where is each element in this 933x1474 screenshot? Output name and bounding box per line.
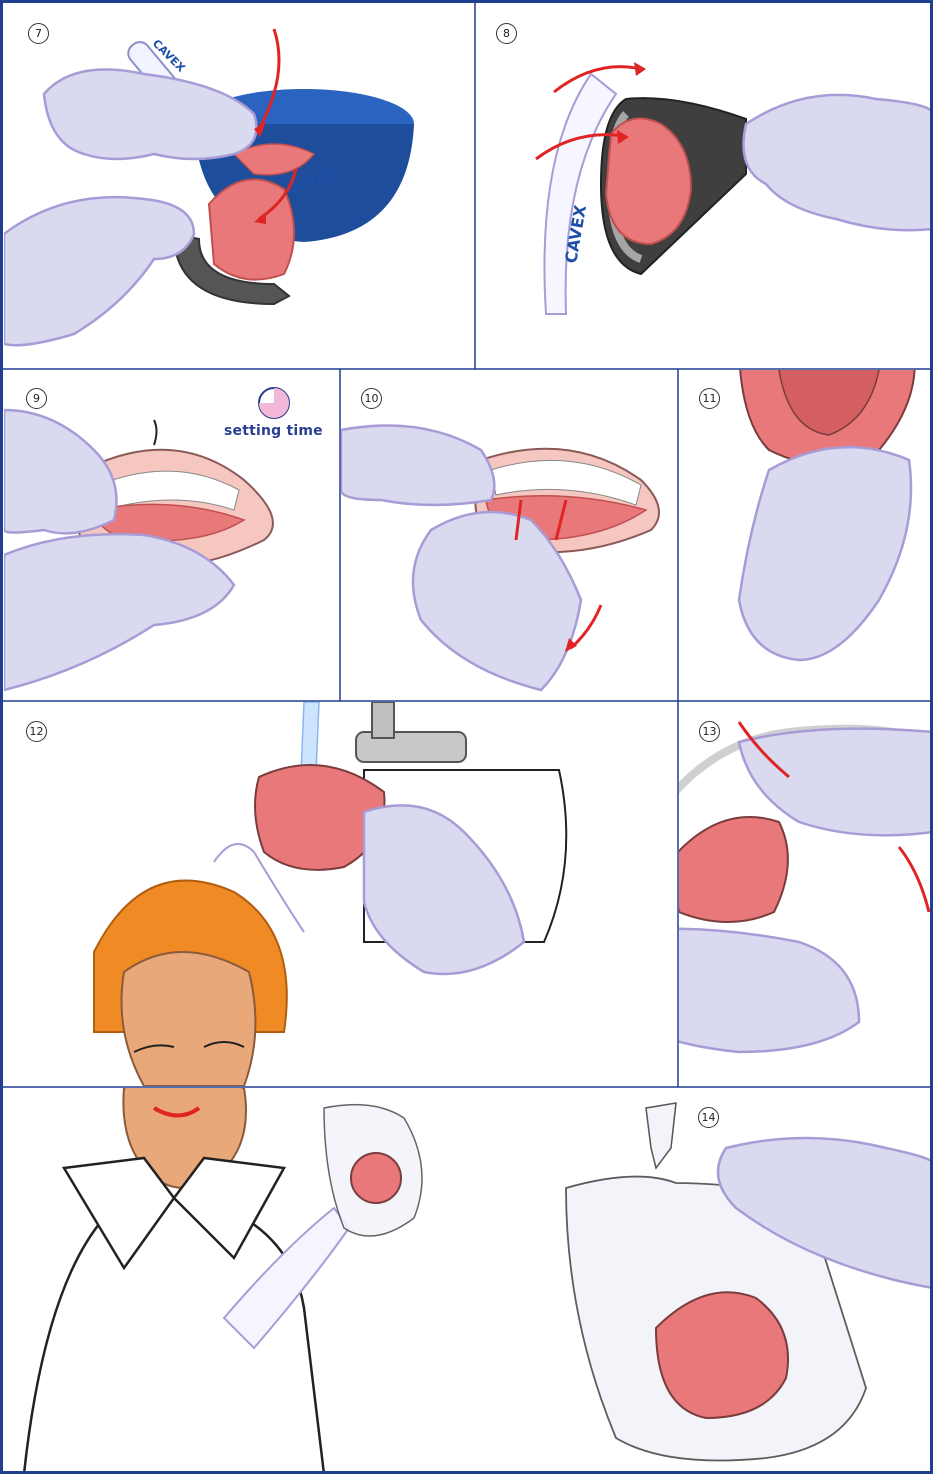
step-number-9: 9 [26, 388, 47, 409]
step-14-panel: 14 [506, 1088, 933, 1474]
loading-tray-illustration: CAVEX [476, 4, 933, 368]
step-11-panel: 11 [679, 370, 933, 700]
lower-gloved-hand [679, 929, 859, 1052]
lower-gloved-hand [4, 534, 234, 690]
gloved-hand [744, 95, 933, 230]
nurse-illustration [4, 1088, 504, 1474]
step-number-10: 10 [361, 388, 382, 409]
step-number-14: 14 [698, 1107, 719, 1128]
nurse-panel [4, 1088, 504, 1474]
step-number-12: 12 [26, 721, 47, 742]
mixing-illustration: CAVEX CAVEX [4, 4, 475, 368]
impression [679, 817, 788, 922]
step-10-panel: 10 [341, 370, 677, 700]
bag-knot [646, 1103, 676, 1168]
step-8-panel: CAVEX 8 [476, 4, 933, 368]
step-number-8: 8 [496, 23, 517, 44]
nose-line [154, 420, 157, 445]
step-number-13: 13 [699, 721, 720, 742]
step-13-panel: 13 [679, 702, 933, 1086]
impression-in-bag [656, 1292, 788, 1418]
step-9-panel: 9 [4, 370, 339, 700]
nurse-uniform [24, 1198, 324, 1474]
upper-gloved-hand [44, 70, 257, 160]
gloved-hand [739, 447, 911, 660]
shake-impression-illustration [679, 702, 933, 1086]
alginate-material [209, 179, 294, 279]
lower-gloved-hand [4, 197, 194, 345]
faucet-stem [372, 702, 394, 738]
nurse-face [122, 952, 256, 1086]
impression-in-bag [351, 1153, 401, 1203]
arrow-right-icon [899, 847, 929, 912]
step-7-panel: CAVEX CAVEX 7 [4, 4, 475, 368]
removing-tray-illustration [341, 370, 677, 700]
step-12-panel: 12 [4, 702, 677, 1086]
bag-impression-illustration [506, 1088, 933, 1474]
upper-gloved-hand [4, 410, 117, 533]
rinse-impression-illustration [4, 702, 677, 1086]
inspect-impression-illustration [679, 370, 933, 700]
step-number-11: 11 [699, 388, 720, 409]
setting-time-label: setting time [224, 423, 323, 439]
arrowhead-top-icon [634, 62, 646, 76]
placing-tray-illustration [4, 370, 339, 700]
upper-gloved-hand [341, 426, 494, 506]
step-number-7: 7 [28, 23, 49, 44]
